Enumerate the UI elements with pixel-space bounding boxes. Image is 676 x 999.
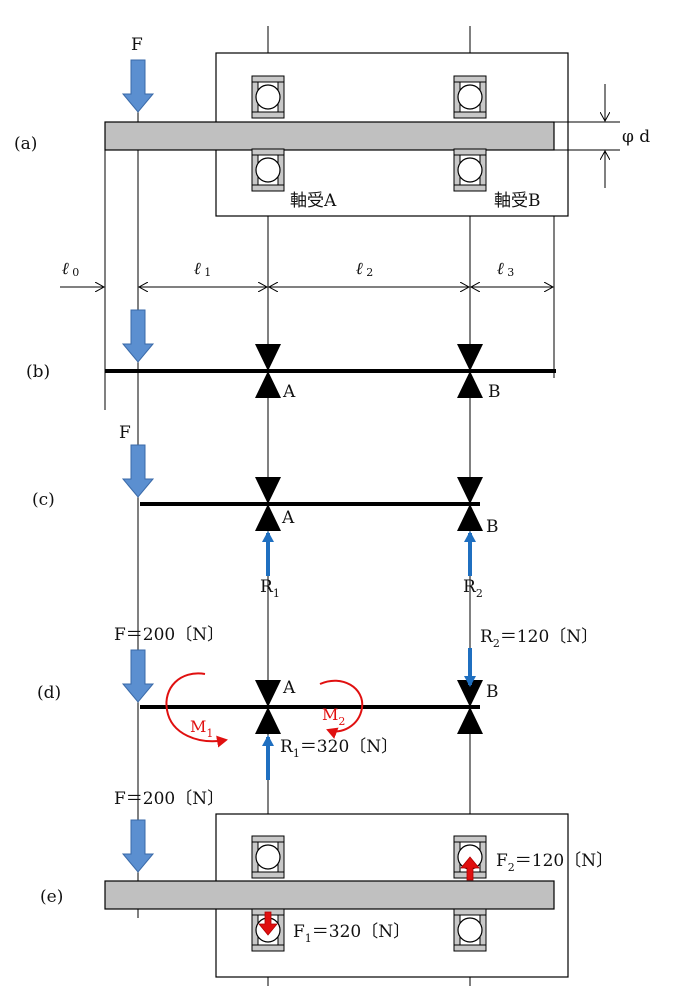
panel-a: (a) F 軸受A 軸受B φ d xyxy=(14,35,650,217)
force-value-e: F＝200〔N〕 xyxy=(114,789,224,809)
reaction-r2-label: R2 xyxy=(463,577,483,600)
reaction-r2-value: R2＝120〔N〕 xyxy=(480,627,598,650)
reaction-r1-value: R1＝320〔N〕 xyxy=(280,737,398,760)
bearing-b-bottom-e xyxy=(453,908,487,952)
diameter-label: φ d xyxy=(622,127,650,147)
support-b-label-c: B xyxy=(486,517,499,537)
label-d: (d) xyxy=(37,683,61,703)
force-label-a: F xyxy=(131,35,143,55)
bearing-b-bottom xyxy=(453,148,487,192)
panel-c: (c) F A B R1 R2 xyxy=(32,423,499,600)
bearing-a-top-e xyxy=(251,835,285,879)
load-arrow-e xyxy=(122,819,154,873)
support-a-label-c: A xyxy=(281,508,295,528)
support-a-label-b: A xyxy=(282,382,296,402)
label-c: (c) xyxy=(32,490,55,510)
force-label-c: F xyxy=(119,423,131,443)
panel-e: (e) F＝200〔N〕 F2＝120〔N〕 F1＝320〔N〕 xyxy=(40,789,613,978)
moment-m2-label: M2 xyxy=(322,705,345,728)
shaft-e xyxy=(104,880,555,910)
bearing-b-label: 軸受B xyxy=(494,191,541,211)
reaction-r1-label: R1 xyxy=(260,577,280,600)
bearing-a-top xyxy=(251,75,285,119)
moment-m2-arrow xyxy=(319,679,364,739)
moment-m1-arrow xyxy=(165,672,228,748)
bearing-b-top xyxy=(453,75,487,119)
moment-m1-label: M1 xyxy=(190,717,213,740)
support-b-label-d: B xyxy=(486,682,499,702)
bearing-a-label: 軸受A xyxy=(290,191,337,211)
bearing-force-f2-label: F2＝120〔N〕 xyxy=(496,851,613,874)
load-arrow-a xyxy=(122,59,154,113)
panel-b: (b) A B xyxy=(26,309,556,402)
bearing-force-f1-arrow xyxy=(258,911,278,936)
bearing-force-f2-arrow xyxy=(460,856,480,881)
label-a: (a) xyxy=(14,134,37,154)
bearing-force-f1-label: F1＝320〔N〕 xyxy=(293,922,410,945)
load-arrow-b xyxy=(122,309,154,363)
bearing-a-bottom xyxy=(251,148,285,192)
support-a-label-d: A xyxy=(282,678,296,698)
support-b-label-b: B xyxy=(488,382,501,402)
label-e: (e) xyxy=(40,887,63,907)
load-arrow-c xyxy=(122,444,154,498)
panel-d: (d) F＝200〔N〕 A B R2＝120〔N〕 R1＝320〔N〕 M1 … xyxy=(37,625,598,780)
shaft-a xyxy=(104,121,555,151)
force-value-d: F＝200〔N〕 xyxy=(114,625,224,645)
load-arrow-d xyxy=(122,649,154,703)
label-b: (b) xyxy=(26,362,50,382)
